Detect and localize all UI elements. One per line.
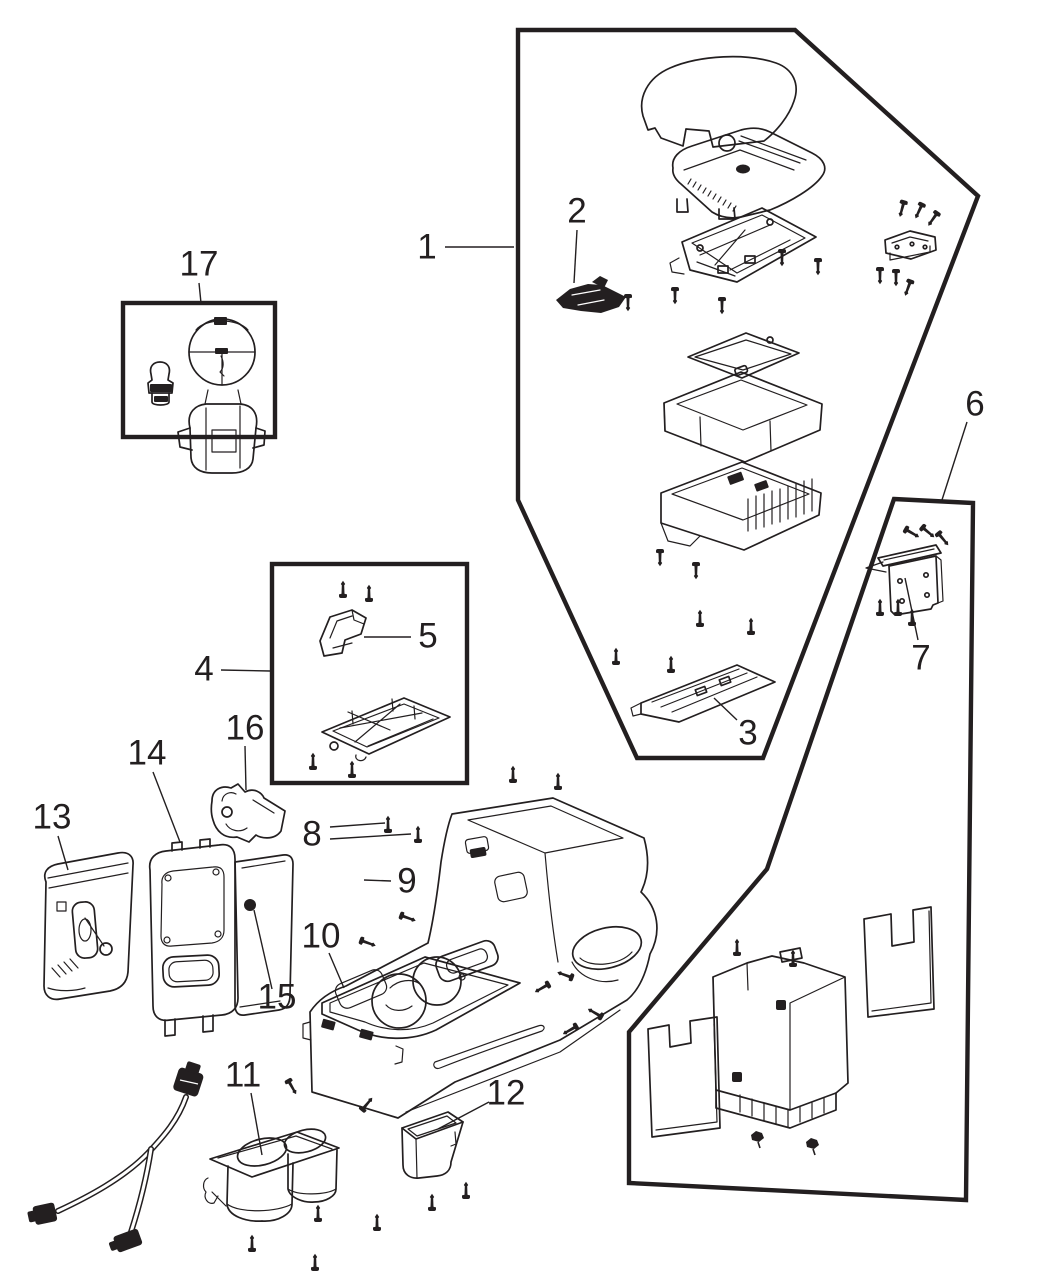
latch-part-5 [319, 609, 367, 657]
callout-leader-6 [940, 421, 968, 504]
callout-leader-10 [328, 952, 345, 989]
callout-leader-8 [329, 822, 386, 828]
callout-leader-15 [253, 909, 273, 990]
console-body-10 [302, 797, 658, 1119]
retainer-plug-17 [147, 361, 174, 406]
floor-mat-right [863, 906, 935, 1018]
armrest-lower-housing [660, 461, 822, 551]
connector-clip-part2 [556, 276, 626, 313]
shifter-frame-4 [321, 697, 451, 762]
console-side-panel-15 [234, 854, 294, 1016]
armrest-gasket [687, 332, 800, 379]
callout-leader-11 [250, 1092, 263, 1156]
callout-label-1: 1 [417, 228, 436, 267]
callout-label-4: 4 [194, 650, 213, 689]
callout-label-3: 3 [738, 714, 757, 753]
callout-label-11: 11 [225, 1056, 261, 1095]
callout-label-10: 10 [302, 917, 341, 956]
callout-label-2: 2 [567, 192, 586, 231]
armrest-tray-lid [671, 127, 826, 220]
assembly-6-outline [626, 496, 976, 1203]
wiring-harness [27, 1061, 204, 1253]
armrest-hinge-frame [669, 207, 817, 283]
callout-label-13: 13 [33, 798, 72, 837]
callout-label-8: 8 [302, 815, 321, 854]
shifter-bezel-13 [43, 851, 134, 1001]
callout-label-9: 9 [397, 862, 416, 901]
callout-label-6: 6 [965, 385, 984, 424]
callout-leader-8 [329, 833, 412, 840]
callout-label-7: 7 [911, 639, 930, 678]
box-4-outline [269, 561, 470, 786]
callout-leader-17 [198, 282, 202, 304]
callout-leader-3 [713, 697, 738, 721]
callout-label-12: 12 [487, 1074, 526, 1113]
callout-label-17: 17 [180, 245, 219, 284]
console-carpet-boot [712, 947, 849, 1129]
callout-label-15: 15 [258, 978, 297, 1017]
assembly-1-outline [515, 27, 981, 761]
mounting-bracket-7 [865, 544, 944, 616]
armrest-bin [663, 364, 823, 463]
harness-connector-mid [108, 1228, 143, 1253]
callout-label-16: 16 [226, 709, 265, 748]
callout-leader-9 [363, 879, 392, 882]
callout-leader-lines [57, 229, 968, 1156]
mat-clips [750, 1130, 820, 1156]
callout-leader-7 [904, 577, 919, 641]
callout-leader-14 [152, 771, 181, 843]
cup-holder-insert-17 [177, 317, 266, 474]
callout-leader-12 [437, 1101, 490, 1130]
callout-leader-16 [244, 745, 247, 791]
support-bracket-16 [210, 783, 286, 843]
harness-connector-top [173, 1061, 204, 1097]
mounting-bracket-upper [884, 230, 937, 261]
screw-icons [248, 199, 952, 1271]
console-base-plate [630, 664, 776, 723]
grouping-outlines [120, 27, 981, 1203]
callout-label-14: 14 [128, 734, 167, 773]
floor-mat-left [647, 1016, 721, 1138]
callout-leader-13 [57, 835, 69, 871]
box-17-outline [120, 300, 278, 440]
storage-bin-12 [401, 1111, 464, 1179]
harness-connector-left [27, 1202, 58, 1225]
console-frame-14 [148, 838, 239, 1037]
callout-label-5: 5 [418, 617, 437, 656]
callout-leader-2 [573, 229, 578, 284]
callout-leader-4 [220, 669, 271, 672]
